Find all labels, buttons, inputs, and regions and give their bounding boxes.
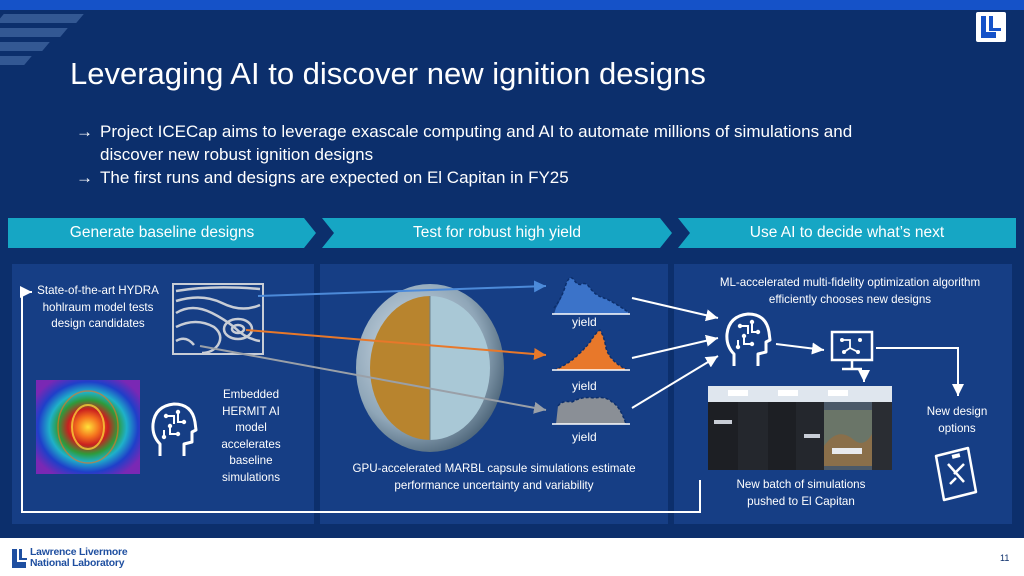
- monitor-flow-icon: [830, 330, 874, 372]
- llnl-name: Lawrence Livermore National Laboratory: [30, 547, 128, 569]
- ai-head-icon: [724, 312, 772, 370]
- llnl-name-line1: Lawrence Livermore: [30, 547, 128, 558]
- decor-stripe: [0, 56, 32, 65]
- ai-head-icon: [150, 400, 198, 460]
- heatmap-image: [36, 380, 140, 474]
- llnl-footer-logo: Lawrence Livermore National Laboratory: [10, 547, 150, 571]
- bullet-list: → Project ICECap aims to leverage exasca…: [76, 120, 896, 189]
- hermit-description: Embedded HERMIT AI model accelerates bas…: [221, 388, 281, 484]
- bullet-arrow-icon: →: [76, 122, 93, 141]
- slide: Leveraging AI to discover new ignition d…: [0, 0, 1024, 538]
- stage-use-ai: Use AI to decide what’s next: [678, 218, 1016, 248]
- llnl-logo-icon: [976, 12, 1006, 42]
- bullet-item: → Project ICECap aims to leverage exasca…: [76, 120, 896, 166]
- llnl-logo-icon: [12, 549, 27, 568]
- supercomputer-image: [708, 386, 892, 470]
- bullet-item: → The first runs and designs are expecte…: [76, 166, 896, 189]
- capsule-sphere-icon: [354, 282, 506, 454]
- llnl-name-line2: National Laboratory: [30, 558, 125, 569]
- page-title: Leveraging AI to discover new ignition d…: [70, 56, 706, 91]
- top-accent-band: [0, 0, 1024, 10]
- decor-stripe: [0, 14, 84, 23]
- new-design-description: New design options: [926, 405, 988, 435]
- el-capitan-description: New batch of simulations pushed to El Ca…: [736, 478, 866, 508]
- bullet-arrow-icon: →: [76, 168, 93, 187]
- decor-stripe: [0, 28, 68, 37]
- bullet-text: The first runs and designs are expected …: [100, 168, 569, 187]
- design-document-icon: [934, 446, 978, 502]
- yield-label: yield: [572, 379, 597, 393]
- hohlraum-contour-icon: [172, 283, 264, 355]
- hydra-description: State-of-the-art HYDRA hohlraum model te…: [37, 284, 159, 330]
- stage-test-robust-yield: Test for robust high yield: [322, 218, 672, 248]
- yield-distribution-orange: [552, 326, 630, 372]
- yield-label: yield: [572, 430, 597, 444]
- decor-stripe: [0, 42, 50, 51]
- page-number: 11: [1000, 553, 1010, 563]
- ml-optimization-description: ML-accelerated multi-fidelity optimizati…: [719, 276, 981, 306]
- yield-distribution-blue: [552, 270, 630, 316]
- marbl-description: GPU-accelerated MARBL capsule simulation…: [352, 462, 636, 492]
- yield-distribution-gray: [552, 392, 630, 426]
- bullet-text: Project ICECap aims to leverage exascale…: [100, 122, 853, 164]
- stage-generate-baseline: Generate baseline designs: [8, 218, 316, 248]
